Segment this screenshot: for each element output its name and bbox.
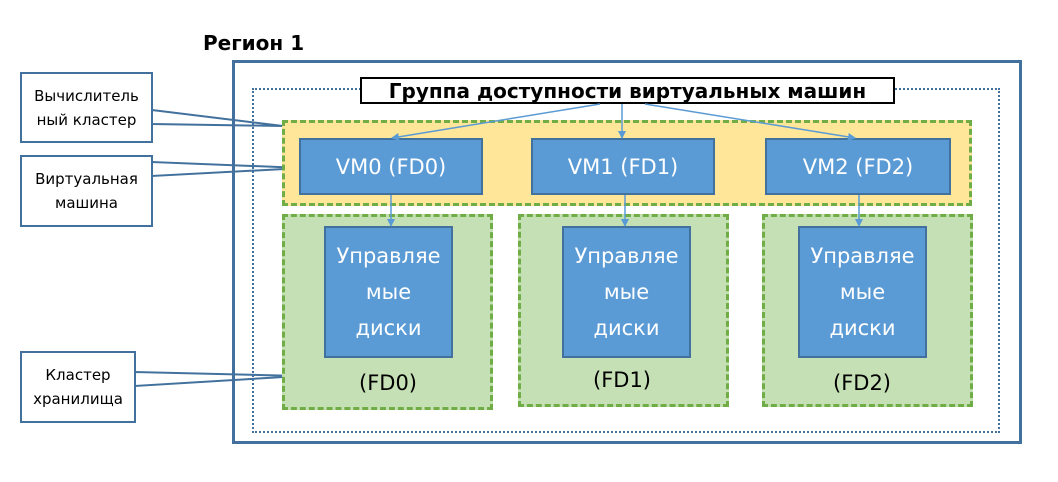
- fault-domain-label-fd2: (FD2): [833, 371, 891, 395]
- callout-line: Вычислитель: [34, 86, 139, 105]
- managed-disks-box-fd1: Управляе мые диски: [562, 226, 691, 358]
- vm-box-vm1: VM1 (FD1): [531, 138, 715, 195]
- arrow-avset-to-vm2: [644, 103, 856, 141]
- callout-line: ный кластер: [36, 110, 137, 129]
- managed-disks-line: Управляе: [810, 244, 915, 268]
- managed-disks-line: Управляе: [574, 244, 679, 268]
- managed-disks-line: мые: [603, 280, 650, 304]
- callout-storage-cluster: Кластер хранилища: [20, 351, 136, 423]
- managed-disks-line: мые: [365, 280, 412, 304]
- managed-disks-box-fd0: Управляе мые диски: [324, 226, 453, 358]
- callout-line: хранилища: [33, 390, 123, 408]
- fault-domain-label-fd0: (FD0): [359, 371, 417, 395]
- managed-disks-line: мые: [839, 280, 886, 304]
- vm-box-vm0: VM0 (FD0): [299, 138, 483, 195]
- managed-disks-line: диски: [829, 316, 896, 340]
- vm-box-vm2: VM2 (FD2): [765, 138, 951, 195]
- managed-disks-line: диски: [355, 316, 422, 340]
- callout-line: Кластер: [45, 366, 111, 384]
- callout-virtual-machine: Виртуальная машина: [20, 155, 153, 227]
- callout-compute-cluster: Вычислитель ный кластер: [20, 72, 153, 143]
- arrow-avset-to-vm0: [391, 103, 601, 141]
- region-title: Регион 1: [203, 31, 305, 55]
- managed-disks-box-fd2: Управляе мые диски: [798, 226, 927, 358]
- callout-line: Виртуальная: [35, 170, 138, 188]
- managed-disks-line: Управляе: [336, 244, 441, 268]
- callout-line: машина: [55, 194, 118, 212]
- managed-disks-line: диски: [593, 316, 660, 340]
- region-container: [232, 60, 1022, 444]
- fault-domain-label-fd1: (FD1): [593, 368, 651, 392]
- availability-set-label: Группа доступности виртуальных машин: [360, 77, 895, 104]
